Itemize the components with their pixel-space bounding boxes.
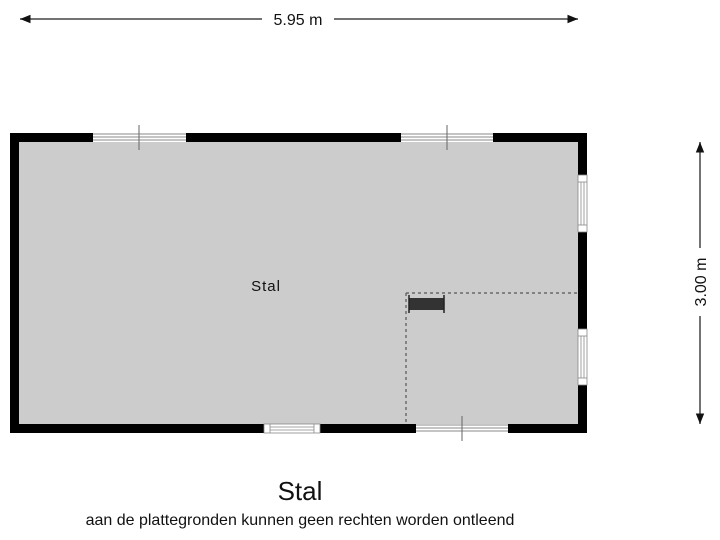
- width-dimension-label: 5.95 m: [274, 12, 323, 29]
- height-dimension-label: 3.00 m: [693, 258, 710, 307]
- window-top-left: [93, 125, 186, 150]
- window-top-right: [401, 125, 493, 150]
- walls: [10, 133, 587, 433]
- height-dimension: 3.00 m: [693, 142, 710, 424]
- window-bottom-left: [263, 423, 321, 434]
- dashed-partition: [405, 292, 578, 424]
- width-dimension: 5.95 m: [20, 12, 578, 29]
- disclaimer-text: aan de plattegronden kunnen geen rechten…: [85, 512, 515, 529]
- window-right-lower: [577, 328, 588, 386]
- window-right-upper: [577, 174, 588, 233]
- trough-icon: [408, 295, 445, 313]
- plan-title: Stal: [277, 476, 323, 506]
- window-bottom-right: [416, 416, 508, 441]
- room-label-stal: Stal: [251, 278, 281, 295]
- room-floor: [10, 133, 587, 433]
